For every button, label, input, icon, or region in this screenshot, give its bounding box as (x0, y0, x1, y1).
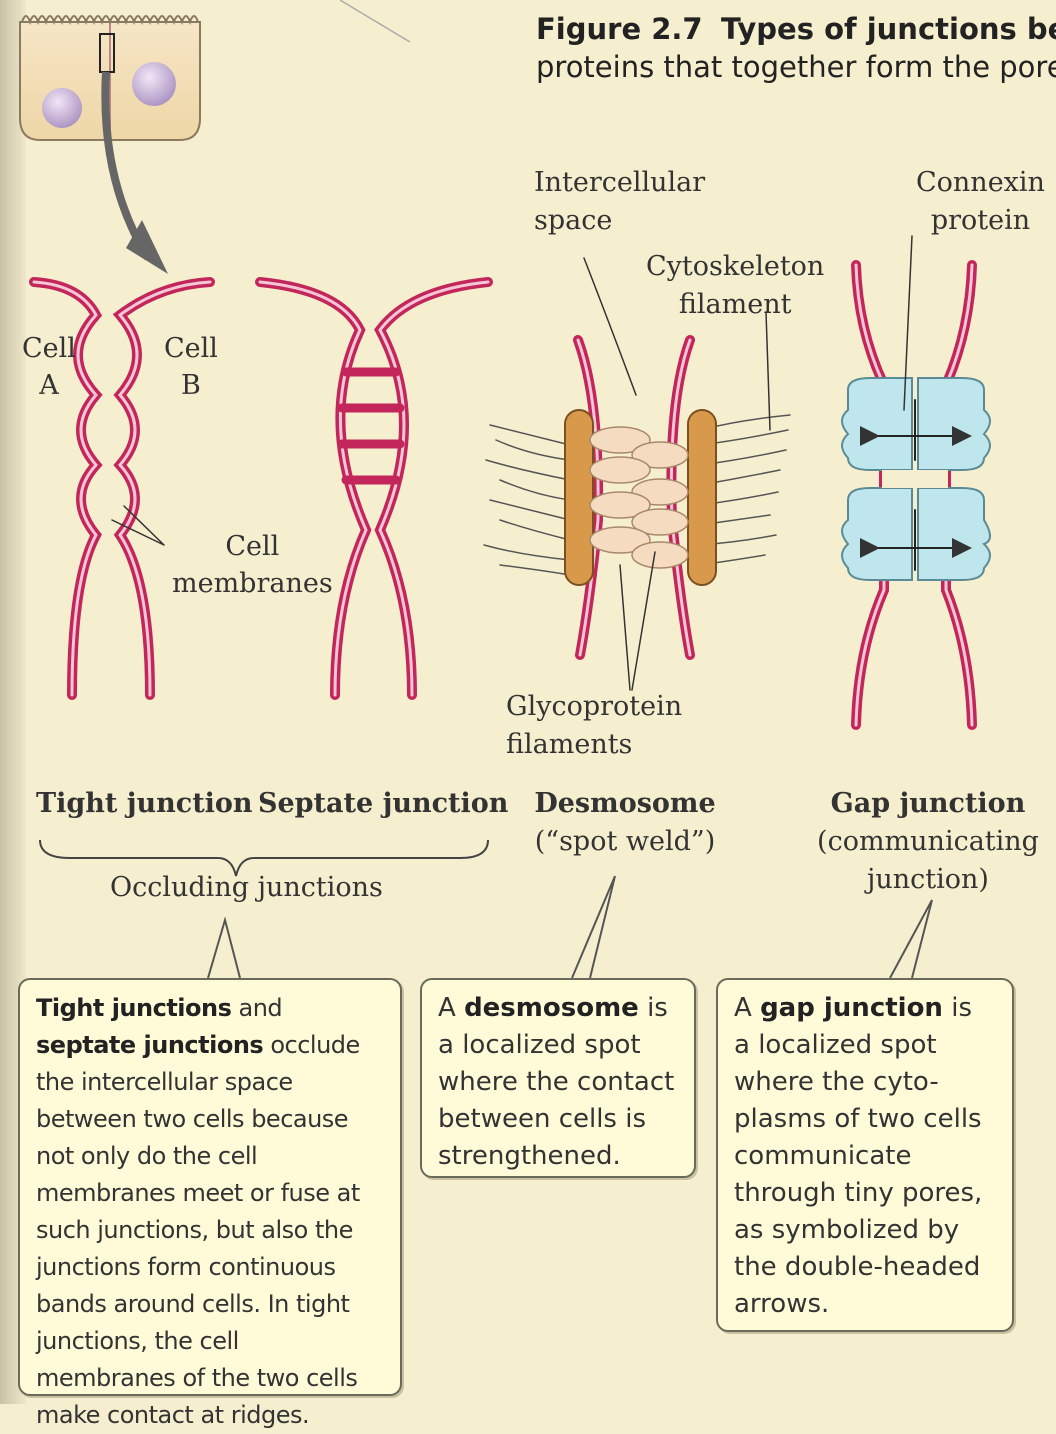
callout-pointer-gap (890, 900, 932, 978)
gap-junction-callout: A gap junction is a localized spot where… (716, 978, 1014, 1332)
desmosome-callout: A desmosome is a localized spot where th… (420, 978, 696, 1178)
callout-pointer-occluding (208, 920, 240, 978)
stray-line (340, 0, 410, 42)
callout-pointer-desmosome (572, 876, 615, 978)
gap-junction-note-2: junction) (808, 862, 1048, 898)
tight-junction-title: Tight junction (36, 786, 253, 822)
gap-junction-diagram (842, 236, 990, 725)
gap-junction-title: Gap junction (808, 786, 1048, 822)
occluding-junctions-label: Occluding junctions (110, 870, 383, 906)
gap-junction-note-1: (communicating (808, 824, 1048, 860)
desmosome-title: Desmosome (520, 786, 730, 822)
occluding-callout: Tight junctions and septate junctions oc… (18, 978, 402, 1396)
septate-junction-title: Septate junction (258, 786, 508, 822)
septate-junction-diagram (260, 282, 488, 695)
desmosome-note: (“spot weld”) (520, 824, 730, 860)
